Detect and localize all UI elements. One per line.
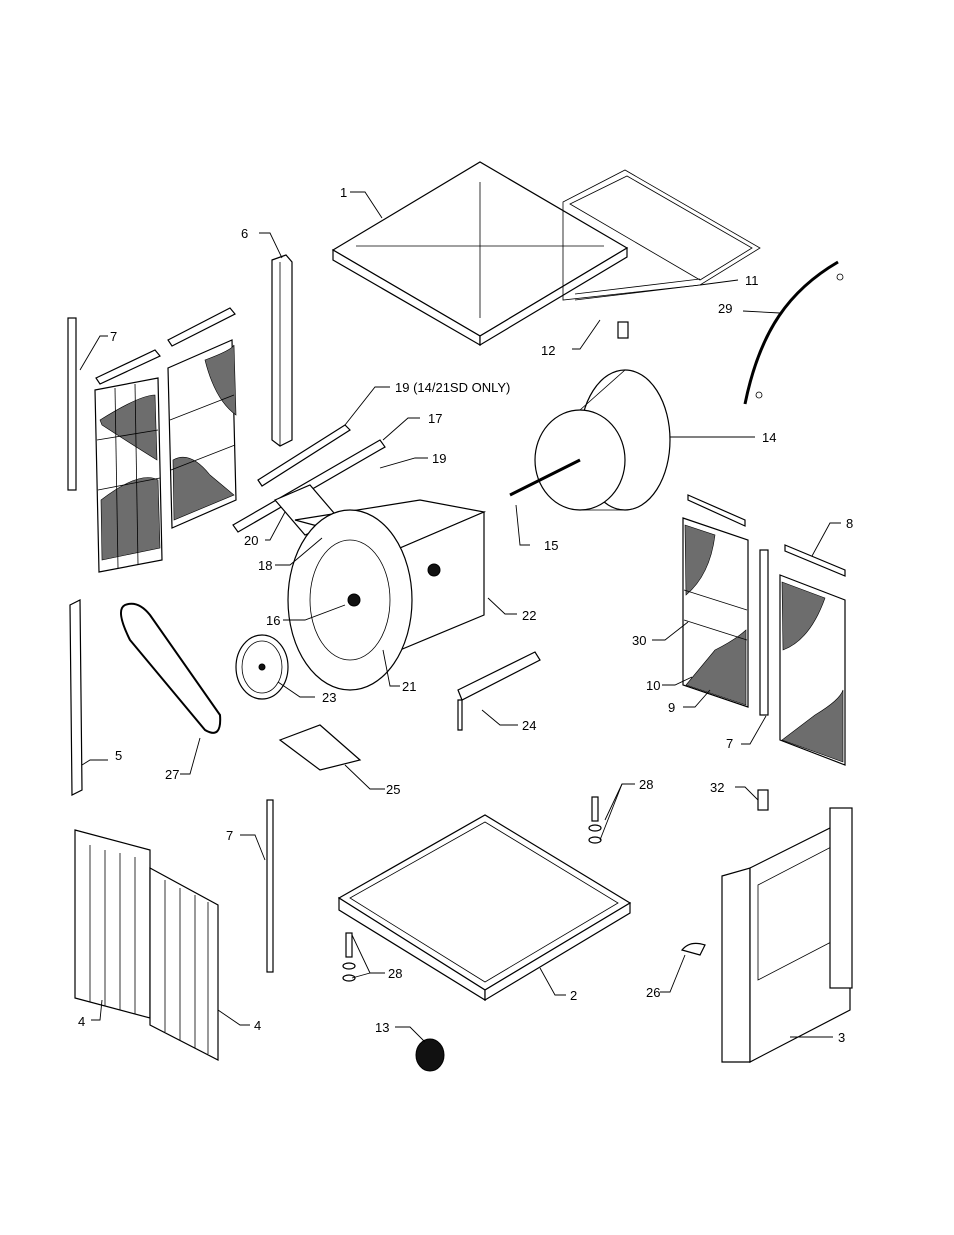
callout-9: 9 [668,700,675,715]
pad-brackets-right [687,494,846,577]
callout-2: 2 [570,988,577,1003]
callout-21: 21 [402,679,416,694]
callout-16: 16 [266,613,280,628]
callout-18: 18 [258,558,272,573]
callout-7c: 7 [226,828,233,843]
pad-frame-right-2 [779,574,846,766]
water-hose [743,260,844,405]
callout-27: 27 [165,767,179,782]
callout-28a: 28 [639,777,653,792]
callout-15: 15 [544,538,558,553]
callout-8: 8 [846,516,853,531]
pad-brackets-left [95,307,236,385]
leader-lines [79,191,841,1043]
callout-20: 20 [244,533,258,548]
cabinet-side-panel [721,807,853,1063]
bottom-plate [278,724,362,771]
callout-32: 32 [710,780,724,795]
bottom-pan [337,814,632,1002]
drain-plug [415,1038,445,1072]
callout-17: 17 [428,411,442,426]
pad-retainer-7-right [759,549,769,716]
corner-post-6 [271,254,293,447]
pad-frame-left-1 [94,377,163,573]
callout-24: 24 [522,718,536,733]
blower-housing [287,499,487,691]
callout-22: 22 [522,608,536,623]
callout-4a: 4 [78,1014,85,1029]
louver-panel-2 [149,866,219,1061]
pad-frame-left-2 [167,339,237,529]
distribution-frame [562,169,761,339]
callout-5: 5 [115,748,122,763]
callout-10: 10 [646,678,660,693]
pad-retainer-7-bottom [266,799,274,973]
motor-pulley [235,634,289,700]
louver-panel-1 [74,829,151,1019]
callout-7a: 7 [110,329,117,344]
drive-belt [120,602,222,734]
callout-7b: 7 [726,736,733,751]
callout-14: 14 [762,430,776,445]
callout-28b: 28 [388,966,402,981]
corner-post-5 [69,599,83,796]
callout-30: 30 [632,633,646,648]
pad-frame-right-1 [682,517,749,708]
callout-26: 26 [646,985,660,1000]
fittings-28-bottom [342,932,356,982]
callout-1: 1 [340,185,347,200]
callout-4b: 4 [254,1018,261,1033]
blower-wheel [509,369,671,511]
callout-29: 29 [718,301,732,316]
callout-23: 23 [322,690,336,705]
callout-19a: 19 (14/21SD ONLY) [395,380,510,395]
top-cover [331,161,629,347]
callout-6: 6 [241,226,248,241]
callout-25: 25 [386,782,400,797]
callout-11: 11 [745,273,759,288]
fittings-28-top [588,796,602,844]
callout-12: 12 [541,343,555,358]
motor-bracket [457,651,541,731]
callout-19b: 19 [432,451,446,466]
callout-13: 13 [375,1020,389,1035]
callout-3: 3 [838,1030,845,1045]
pad-retainer-7-left [67,317,77,491]
